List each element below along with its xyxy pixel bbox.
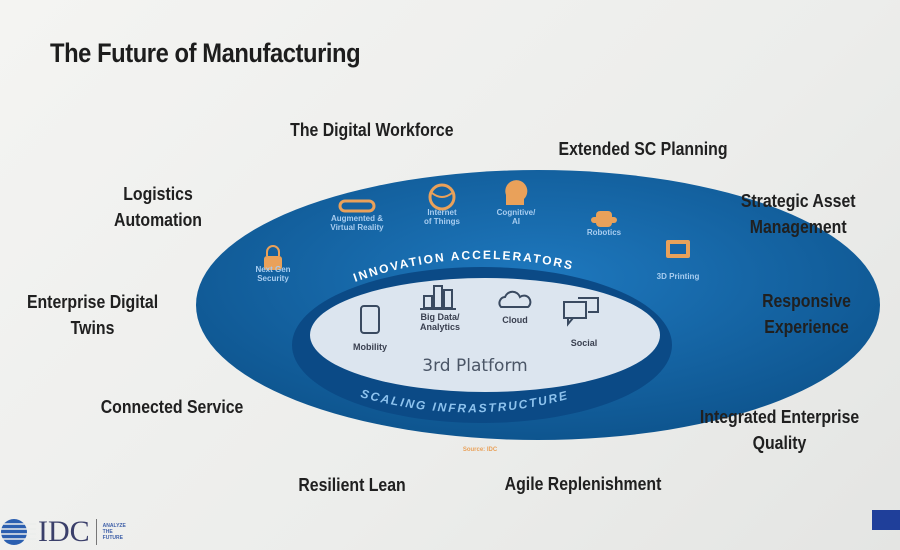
logo-text: IDC <box>38 515 90 548</box>
item-label: Internet <box>427 208 457 217</box>
platform-core <box>310 278 660 392</box>
item-label: 3D Printing <box>657 272 700 281</box>
item-label: Big Data/ <box>420 312 460 322</box>
item-label: Social <box>571 338 598 348</box>
3d-printer-icon <box>666 240 690 258</box>
outer-label: Resilient Lean <box>298 475 406 495</box>
item-label: Next Gen <box>255 265 290 274</box>
logo-tagline: ANALYZE THE FUTURE <box>102 523 126 541</box>
item-label: AI <box>512 217 520 226</box>
idc-logo: IDC ANALYZE THE FUTURE <box>0 515 129 549</box>
outer-label: The Digital Workforce <box>290 120 454 140</box>
bar-chart-icon <box>420 285 456 310</box>
lock-icon <box>264 245 282 270</box>
corner-mark <box>872 510 900 530</box>
page-title: The Future of Manufacturing <box>50 38 361 68</box>
chat-bubbles-icon <box>563 297 599 327</box>
item-label: Analytics <box>420 322 460 332</box>
item-label: of Things <box>424 217 461 226</box>
item-label: Robotics <box>587 228 622 237</box>
platform-label: 3rd Platform <box>422 356 527 376</box>
item-label: Cognitive/ <box>497 208 536 217</box>
vr-headset-icon <box>338 199 376 213</box>
cloud-icon <box>498 290 532 308</box>
source-note: Source: IDC <box>463 447 498 453</box>
item-label: Mobility <box>353 342 387 352</box>
robot-icon <box>591 211 617 227</box>
outer-label: Extended SC Planning <box>558 139 728 159</box>
item-label: Cloud <box>502 315 528 325</box>
item-label: Virtual Reality <box>330 223 384 232</box>
item-label: Security <box>257 274 289 283</box>
phone-icon <box>360 305 380 334</box>
outer-label: Connected Service <box>100 397 244 417</box>
globe-logo-icon <box>0 519 36 545</box>
item-label: Augmented & <box>331 214 383 223</box>
globe-icon <box>428 183 456 211</box>
outer-label: Agile Replenishment <box>504 474 662 494</box>
brain-head-icon <box>505 180 528 205</box>
